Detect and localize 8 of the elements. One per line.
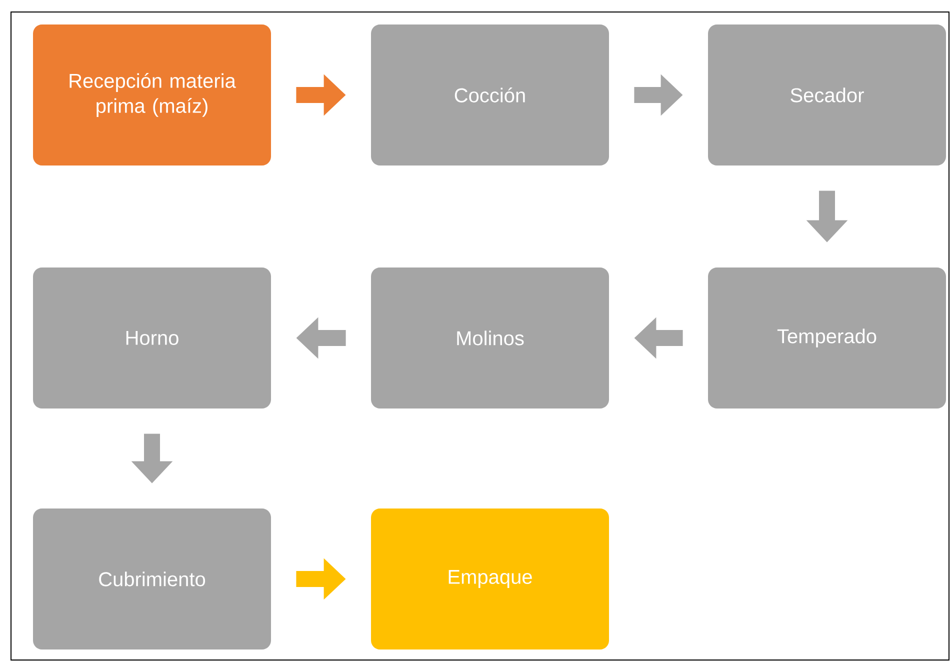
process-box: Secador [708,24,946,166]
process-box: Empaque [371,508,609,650]
process-box: Molinos [371,268,609,408]
process-box: Recepción materia prima (maíz) [33,24,271,166]
process-box: Cocción [371,24,609,166]
process-box: Horno [33,268,271,408]
process-box: Temperado [708,268,946,408]
process-box: Cubrimiento [33,508,271,650]
